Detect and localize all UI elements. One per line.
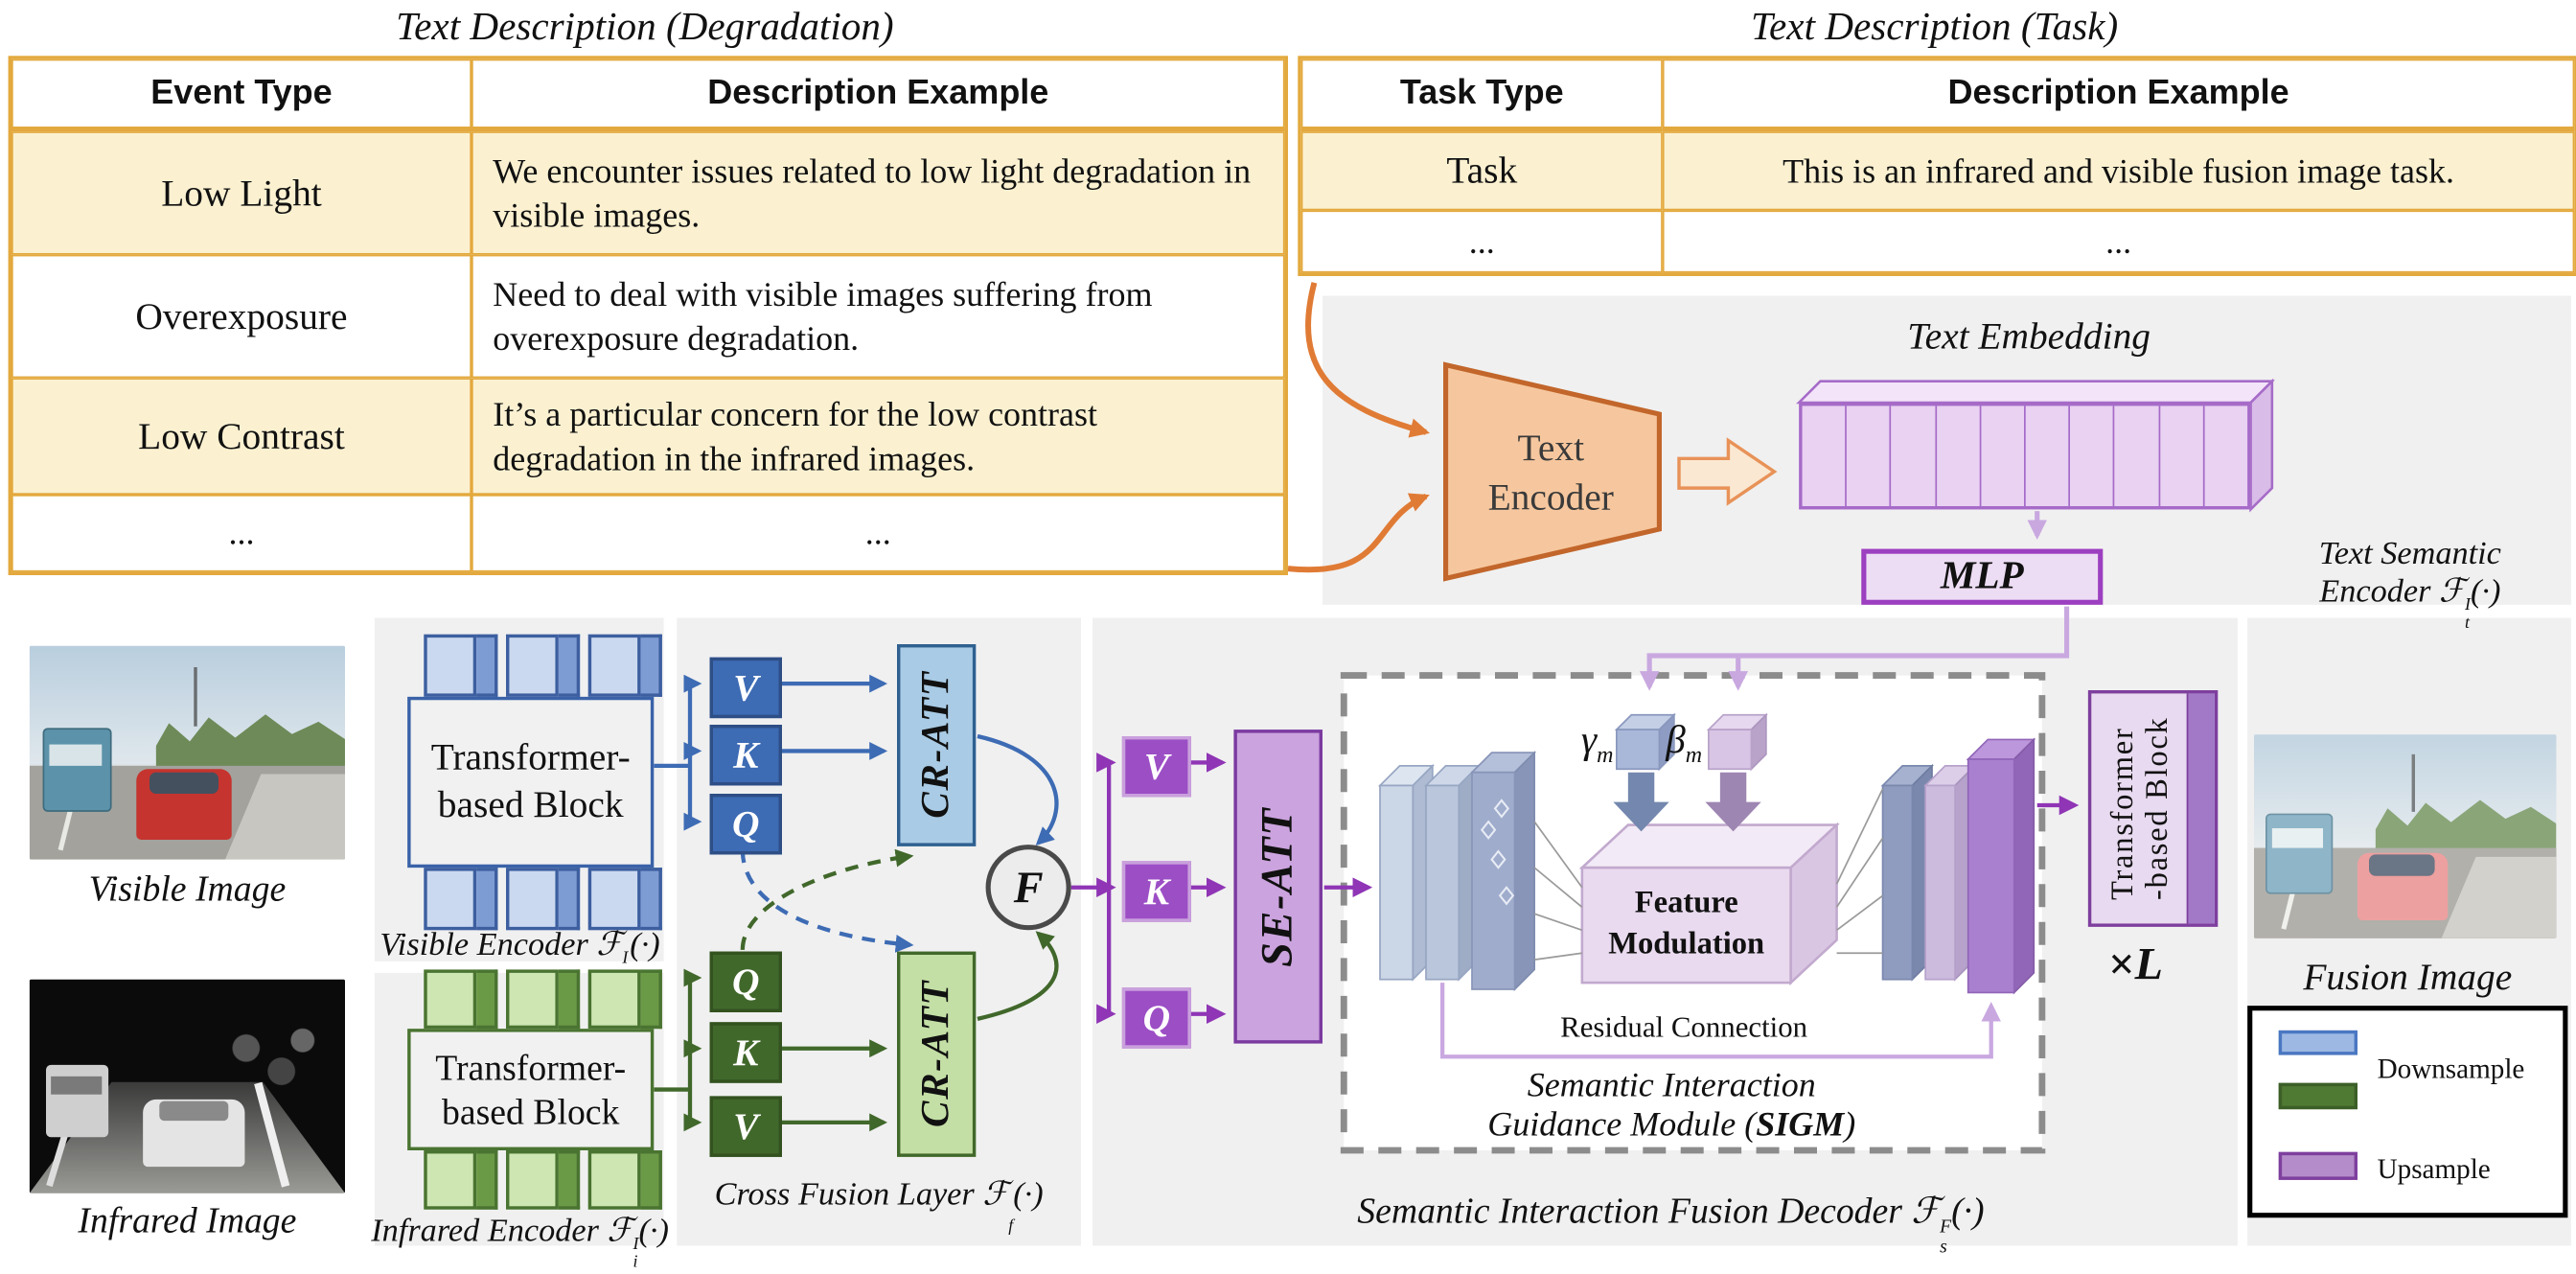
- table-cell: Task: [1300, 131, 1663, 211]
- table-cell: ...: [1300, 210, 1663, 273]
- visible-transformer-block: Transformer-based Block: [407, 696, 655, 869]
- text-embedding-label: Text Embedding: [1907, 315, 2150, 357]
- tree-band: [155, 714, 345, 775]
- degradation-header-desc: Description Example: [472, 58, 1285, 132]
- encoder-tab: [506, 969, 581, 1030]
- visible-q-box: Q: [709, 794, 782, 855]
- legend-upsample-label: Upsample: [2377, 1153, 2491, 1185]
- table-cell: This is an infrared and visible fusion i…: [1662, 131, 2575, 211]
- infrared-v-box: V: [709, 1096, 782, 1157]
- infrared-image: [29, 979, 345, 1193]
- table-cell: ...: [1662, 210, 2575, 273]
- decoder-k-box: K: [1121, 861, 1191, 922]
- task-table: Task Type Description Example Task This …: [1298, 56, 2576, 277]
- infrared-transformer-block: Transformer-based Block: [407, 1029, 655, 1150]
- ir-treeline: [202, 1017, 345, 1096]
- encoder-tab: [587, 1150, 662, 1210]
- degradation-table-title: Text Description (Degradation): [396, 6, 894, 50]
- fusion-image: [2254, 734, 2557, 938]
- se-att: SE-ATT: [1233, 730, 1322, 1044]
- infrared-k-box: K: [709, 1022, 782, 1083]
- fusion-f-node: F: [985, 845, 1071, 931]
- encoder-tab: [424, 969, 498, 1030]
- encoder-tab: [587, 634, 662, 697]
- encoder-tab: [424, 868, 498, 931]
- embedding-cell: [1936, 405, 1982, 506]
- residual-connection-label: Residual Connection: [1560, 1010, 1808, 1044]
- infrared-q-box: Q: [709, 951, 782, 1012]
- ir-car-window: [158, 1100, 229, 1121]
- legend-downsample-infrared-swatch: [2278, 1082, 2358, 1110]
- encoder-tab: [506, 1150, 581, 1210]
- encoder-tab: [506, 868, 581, 931]
- decoder-transformer-stripe: [2186, 693, 2215, 924]
- encoder-tab: [424, 634, 498, 697]
- embedding-cell: [1892, 405, 1937, 506]
- decoder-q-box: Q: [1121, 987, 1191, 1049]
- task-header-type: Task Type: [1300, 58, 1663, 132]
- infrared-image-label: Infrared Image: [78, 1199, 297, 1241]
- encoder-tab: [424, 1150, 498, 1210]
- table-cell: ...: [472, 495, 1285, 572]
- legend: Downsample Upsample: [2247, 1006, 2568, 1218]
- decoder-transformer-block: Transformer-based Block: [2087, 690, 2219, 927]
- ir-truck-window: [51, 1076, 103, 1096]
- legend-downsample-label: Downsample: [2377, 1053, 2525, 1085]
- fusion-image-label: Fusion Image: [2303, 956, 2513, 998]
- visible-cr-att: CR-ATT: [897, 644, 977, 846]
- encoder-tab: [587, 969, 662, 1030]
- visible-v-box: V: [709, 657, 782, 719]
- embedding-cell: [1847, 405, 1892, 506]
- bus: [2266, 812, 2334, 894]
- table-cell: It’s a particular concern for the low co…: [472, 378, 1285, 495]
- table-cell: Need to deal with visible images sufferi…: [472, 254, 1285, 379]
- degradation-header-type: Event Type: [12, 58, 472, 132]
- gamma-label: γm: [1580, 719, 1614, 769]
- table-cell: Low Contrast: [12, 378, 472, 495]
- encoder-tab: [506, 634, 581, 697]
- table-cell: ...: [12, 495, 472, 572]
- tree-band: [2375, 799, 2557, 857]
- encoder-tab: [587, 868, 662, 931]
- table-cell: Low Light: [12, 131, 472, 255]
- light-pole: [193, 667, 197, 728]
- times-l-label: ×L: [2108, 939, 2163, 991]
- sigm-label: Semantic Interaction Guidance Module (SI…: [1487, 1064, 1856, 1145]
- red-car-window: [149, 772, 219, 794]
- degradation-table: Event Type Description Example Low Light…: [8, 56, 1289, 576]
- infrared-cr-att: CR-ATT: [897, 951, 977, 1157]
- legend-upsample-swatch: [2278, 1151, 2358, 1180]
- bus-window: [2271, 828, 2324, 849]
- visible-k-box: K: [709, 725, 782, 786]
- embedding-cell: [2204, 405, 2247, 506]
- embedding-cell: [2115, 405, 2160, 506]
- light-pole: [2411, 754, 2415, 813]
- visible-image: [29, 645, 345, 860]
- task-header-desc: Description Example: [1662, 58, 2575, 132]
- embedding-cell: [2026, 405, 2071, 506]
- embedding-cell: [2070, 405, 2116, 506]
- decoder-v-box: V: [1121, 736, 1191, 798]
- visible-image-label: Visible Image: [88, 868, 287, 909]
- figure-canvas: Text Description (Degradation) Text Desc…: [8, 6, 2576, 1272]
- legend-downsample-visible-swatch: [2278, 1030, 2358, 1055]
- text-embedding-bar: [1799, 403, 2251, 510]
- bus: [42, 728, 112, 813]
- embedding-cell: [1981, 405, 2026, 506]
- cross-fusion-label: Cross Fusion Layer ℱ f(·): [714, 1176, 1044, 1237]
- table-cell: We encounter issues related to low light…: [472, 131, 1285, 255]
- beta-label: βm: [1666, 719, 1703, 769]
- embedding-cell: [2160, 405, 2205, 506]
- text-encoder-label: Text Encoder: [1487, 427, 1614, 518]
- task-table-title: Text Description (Task): [1750, 6, 2119, 50]
- mlp-box: MLP: [1861, 548, 2104, 605]
- embedding-cell: [1803, 405, 1848, 506]
- bus-window: [48, 744, 103, 766]
- table-cell: Overexposure: [12, 254, 472, 379]
- pink-car-window: [2368, 854, 2436, 875]
